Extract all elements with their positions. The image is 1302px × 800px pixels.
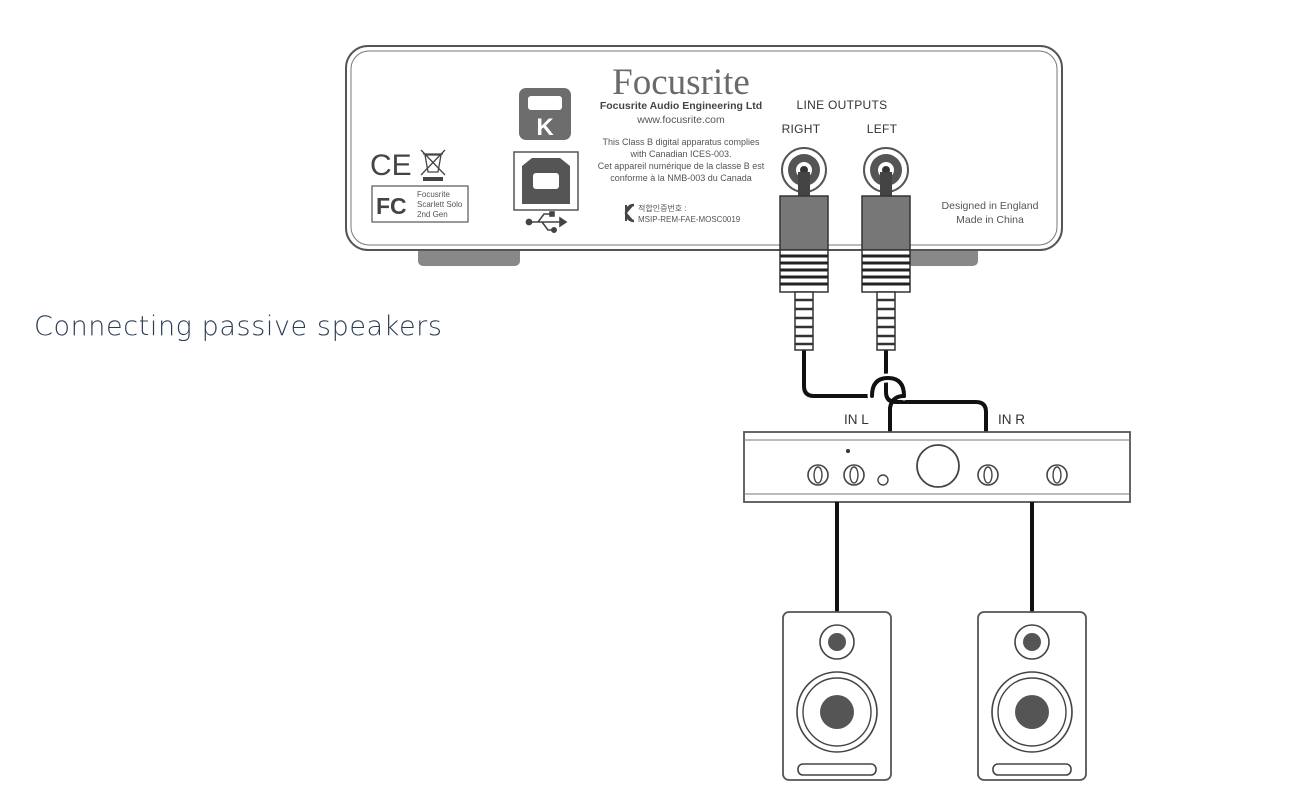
kc-mark-icon: [624, 203, 635, 223]
cable-right-to-in-l: [802, 338, 909, 434]
company-name: Focusrite Audio Engineering Ltd: [600, 100, 762, 112]
speaker-right: [977, 611, 1087, 781]
audio-interface-rear-panel: K CE FC Focusrite Sca: [345, 45, 1063, 266]
page-title: Connecting passive speakers: [34, 311, 443, 342]
speaker-left: [782, 611, 892, 781]
origin-line-1: Designed in England: [942, 200, 1039, 212]
brand-logo: Focusrite: [612, 62, 750, 103]
rca-plug-left: [861, 172, 911, 351]
compliance-line-4: conforme à la NMB-003 du Canada: [610, 173, 752, 183]
compliance-line-2: with Canadian ICES-003.: [629, 149, 731, 159]
usb-icon: [525, 211, 568, 234]
svg-text:K: K: [536, 114, 554, 141]
amp-knob-3: [977, 464, 999, 486]
amplifier: [743, 431, 1131, 503]
model-label-box: [371, 185, 469, 223]
headphone-jack: [877, 474, 889, 486]
model-label-line-2: Scarlett Solo: [417, 200, 463, 209]
origin-line-2: Made in China: [956, 214, 1024, 226]
kc-korean-text: 적합인증번호 :: [638, 203, 687, 213]
interface-inner-outline: [350, 50, 1058, 246]
weee-bin-icon: [420, 149, 446, 181]
amp-input-left-label: IN L: [844, 412, 869, 427]
right-output-label: RIGHT: [782, 122, 821, 136]
model-label-line-3: 2nd Gen: [417, 210, 448, 219]
usb-port: [513, 151, 579, 211]
rca-jack-left: [863, 147, 909, 193]
compliance-line-3: Cet appareil numérique de la classe B es…: [598, 161, 765, 171]
amp-input-right-label: IN R: [998, 412, 1025, 427]
compliance-line-1: This Class B digital apparatus complies: [602, 137, 760, 147]
amp-knob-1: [807, 464, 829, 486]
fcc-mark: FC: [376, 193, 407, 219]
kensington-lock-icon: K: [519, 88, 571, 141]
cable-left-to-in-r: [884, 338, 988, 434]
rca-plug-right: [779, 172, 829, 351]
interface-foot-left: [418, 247, 520, 266]
volume-knob: [916, 444, 960, 488]
power-led: [846, 449, 850, 453]
line-outputs-label: LINE OUTPUTS: [797, 98, 888, 112]
model-label-line-1: Focusrite: [417, 190, 450, 199]
amp-knob-2: [843, 464, 865, 486]
company-website: www.focusrite.com: [636, 114, 725, 126]
amp-knob-4: [1046, 464, 1068, 486]
ce-mark: CE: [370, 149, 412, 182]
left-output-label: LEFT: [867, 122, 898, 136]
kc-certification-code: MSIP-REM-FAE-MOSC0019: [638, 215, 741, 224]
